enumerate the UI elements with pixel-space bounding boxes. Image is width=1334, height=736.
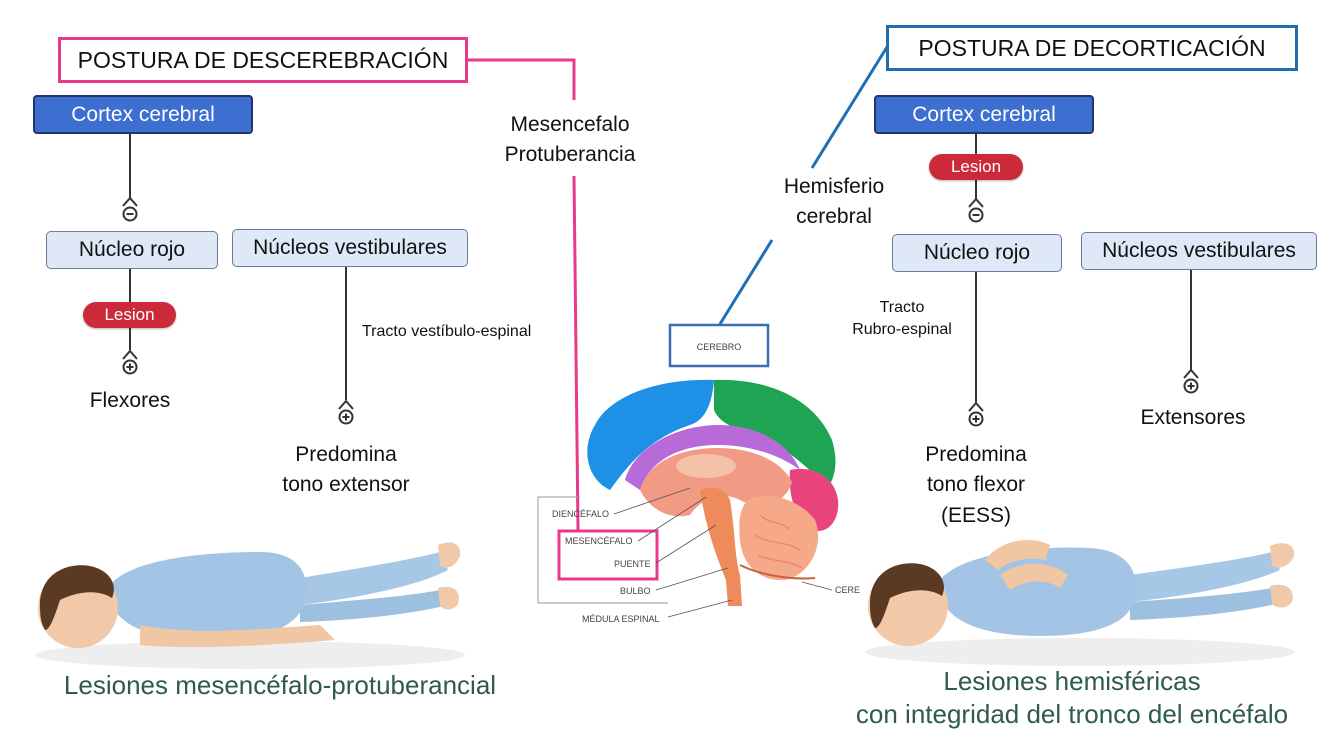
parietal-lobe: [714, 379, 836, 488]
frontal-lobe: [587, 379, 714, 490]
left-cortex-box: Cortex cerebral: [33, 95, 253, 134]
flexores-label: Flexores: [89, 389, 171, 412]
left-lesion-badge: Lesion: [83, 302, 176, 328]
bulbo-label: BULBO: [620, 586, 651, 596]
right-nucleo-rojo-box: Núcleo rojo: [892, 234, 1062, 272]
patient-decerebrate-illustration: [35, 542, 465, 669]
puente-label: PUENTE: [614, 559, 651, 569]
thalamus: [676, 454, 736, 478]
right-predomina-line3: (EESS): [940, 503, 1011, 527]
cerebral-line: cerebral: [796, 205, 872, 229]
plus-symbol-flexor: [968, 401, 984, 427]
mesencefalo-label: MESENCÉFALO: [565, 536, 633, 546]
limbic-region: [625, 425, 800, 490]
pink-connector-top: [466, 58, 576, 100]
mesencefalo-protuberancia-label: Mesencefalo Protuberancia: [490, 112, 650, 169]
medula-label: MÉDULA ESPINAL: [582, 614, 660, 624]
left-caption: Lesiones mesencéfalo-protuberancial: [63, 670, 497, 700]
tracto-rubro-label: Tracto Rubro-espinal: [842, 297, 962, 342]
tracto-vestibulo-label: Tracto vestíbulo-espinal: [362, 323, 532, 340]
left-predomina-line2: tono extensor: [282, 473, 410, 497]
tracto-line: Tracto: [879, 299, 925, 316]
cerebro-label: CEREBRO: [697, 342, 742, 352]
plus-symbol-extensor: [338, 399, 354, 425]
protuberancia-line: Protuberancia: [504, 143, 636, 167]
cerebro-box: [668, 323, 770, 368]
right-predomina-text: Predomina tono flexor (EESS): [900, 442, 1052, 529]
cerebellum: [739, 496, 819, 581]
minus-symbol-left: [122, 196, 138, 222]
hemisferio-cerebral-label: Hemisferio cerebral: [764, 174, 904, 231]
pink-connector-bottom: [572, 175, 580, 531]
tentorium: [739, 564, 816, 580]
right-lesion-badge: Lesion: [929, 154, 1023, 180]
right-predomina-line2: tono flexor: [926, 473, 1026, 497]
blue-connector-bottom: [718, 239, 774, 325]
brain-bracket: [537, 496, 668, 604]
decerebration-title: POSTURA DE DESCEREBRACIÓN: [58, 37, 468, 83]
diencefalo-label: DIENCÉFALO: [552, 509, 609, 519]
left-nucleos-vestibulares-box: Núcleos vestibulares: [232, 229, 468, 267]
plus-symbol-extensores: [1183, 368, 1199, 394]
plus-symbol-flexores: [122, 349, 138, 375]
minus-symbol-right: [968, 197, 984, 223]
right-caption: Lesiones hemisféricas con integridad del…: [830, 666, 1314, 730]
rubro-espinal-line: Rubro-espinal: [852, 321, 952, 339]
brain-illustration: CEREBRO DIENCÉFALO MESENCÉFALO PUENTE BU…: [537, 323, 860, 624]
right-predomina-line1: Predomina: [925, 443, 1027, 466]
decortication-title: POSTURA DE DECORTICACIÓN: [886, 25, 1298, 71]
mesencefalo-highlight-box: [557, 529, 659, 581]
brainstem: [700, 487, 742, 606]
hemisferio-line: Hemisferio: [783, 175, 885, 198]
blue-connector-top: [810, 46, 889, 169]
left-predomina-line1: Predomina: [295, 443, 397, 466]
patient-decorticate-illustration: [865, 540, 1295, 666]
right-cortex-box: Cortex cerebral: [874, 95, 1094, 134]
cerebelo-label: CERE: [835, 585, 860, 595]
right-nucleos-vestibulares-box: Núcleos vestibulares: [1081, 232, 1317, 270]
right-caption-line2: con integridad del tronco del encéfalo: [855, 699, 1289, 730]
right-caption-line1: Lesiones hemisféricas: [943, 666, 1201, 696]
extensores-label: Extensores: [1140, 406, 1246, 429]
left-predomina-text: Predomina tono extensor: [256, 442, 436, 499]
left-nucleo-rojo-box: Núcleo rojo: [46, 231, 218, 269]
mesencefalo-line: Mesencefalo: [510, 113, 630, 136]
